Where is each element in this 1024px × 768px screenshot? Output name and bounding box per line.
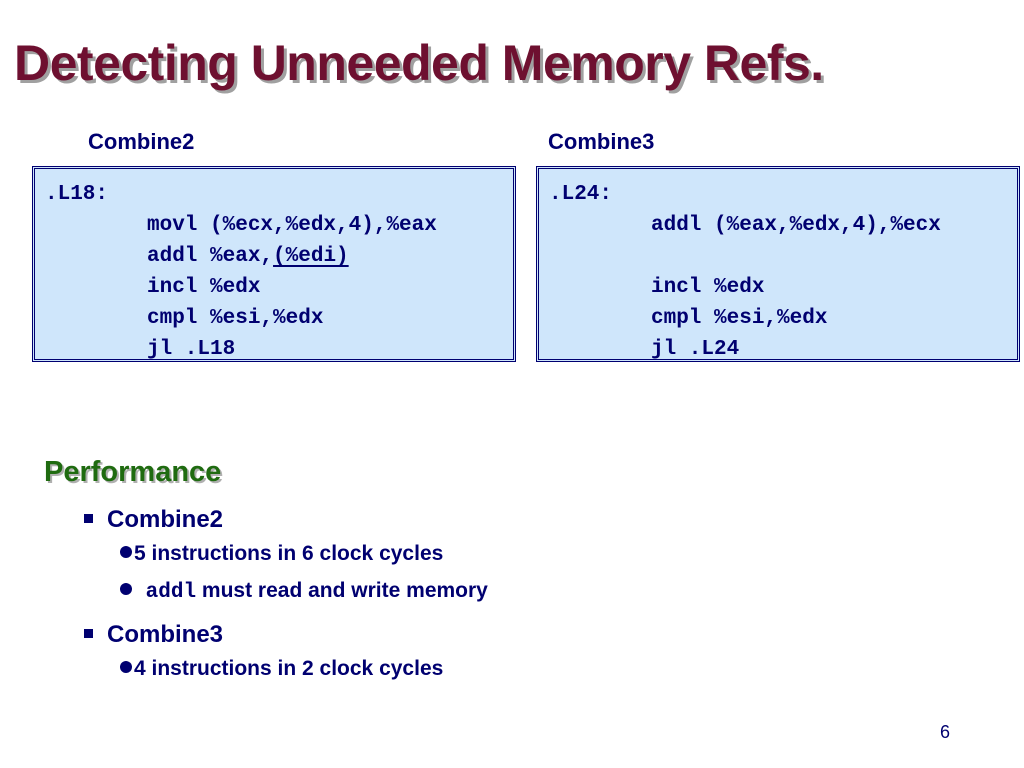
sub-bullet: addl must read and write memory bbox=[120, 579, 488, 604]
code-label: .L24: bbox=[549, 183, 613, 206]
combine3-code-box: .L24: addl (%eax,%edx,4),%ecx incl %edx … bbox=[536, 166, 1020, 362]
sub-bullet-text: 4 instructions in 2 clock cycles bbox=[134, 657, 444, 680]
bullet-label: Combine2 bbox=[107, 506, 224, 533]
sub-bullet-text: 5 instructions in 6 clock cycles bbox=[134, 542, 444, 565]
sub-bullet-text: must read and write memory bbox=[196, 579, 488, 602]
code-text: addl %eax, bbox=[147, 245, 274, 268]
code-instruction: cmpl %esi,%edx bbox=[651, 307, 828, 330]
round-bullet-icon bbox=[120, 546, 132, 559]
combine2-label: Combine2 bbox=[88, 129, 195, 154]
code-blank-line bbox=[539, 241, 1017, 272]
inline-code: addl bbox=[145, 581, 197, 604]
page-number: 6 bbox=[940, 722, 951, 742]
code-instruction: addl (%eax,%edx,4),%ecx bbox=[651, 214, 941, 237]
square-bullet-icon bbox=[84, 629, 93, 639]
bullet-combine2: Combine2 bbox=[84, 506, 223, 534]
code-instruction: incl %edx bbox=[147, 276, 261, 299]
code-instruction: addl %eax,(%edi) bbox=[35, 241, 513, 272]
code-instruction: cmpl %esi,%edx bbox=[147, 307, 324, 330]
sub-bullet: 4 instructions in 2 clock cycles bbox=[120, 657, 443, 681]
round-bullet-icon bbox=[120, 583, 132, 596]
code-instruction: movl (%ecx,%edx,4),%eax bbox=[147, 214, 437, 237]
combine3-label: Combine3 bbox=[548, 129, 655, 154]
memory-operand-underlined: (%edi) bbox=[273, 245, 349, 268]
sub-bullet: 5 instructions in 6 clock cycles bbox=[120, 542, 443, 566]
square-bullet-icon bbox=[84, 514, 93, 524]
code-instruction: jl .L24 bbox=[651, 338, 740, 361]
performance-heading: Performance bbox=[44, 456, 222, 488]
code-instruction: jl .L18 bbox=[147, 338, 236, 361]
round-bullet-icon bbox=[120, 661, 132, 674]
combine2-code-box: .L18: movl (%ecx,%edx,4),%eax addl %eax,… bbox=[32, 166, 516, 362]
bullet-combine3: Combine3 bbox=[84, 621, 223, 649]
code-label: .L18: bbox=[45, 183, 109, 206]
slide-title: Detecting Unneeded Memory Refs. bbox=[14, 35, 824, 91]
bullet-label: Combine3 bbox=[107, 621, 224, 648]
code-instruction: incl %edx bbox=[651, 276, 765, 299]
